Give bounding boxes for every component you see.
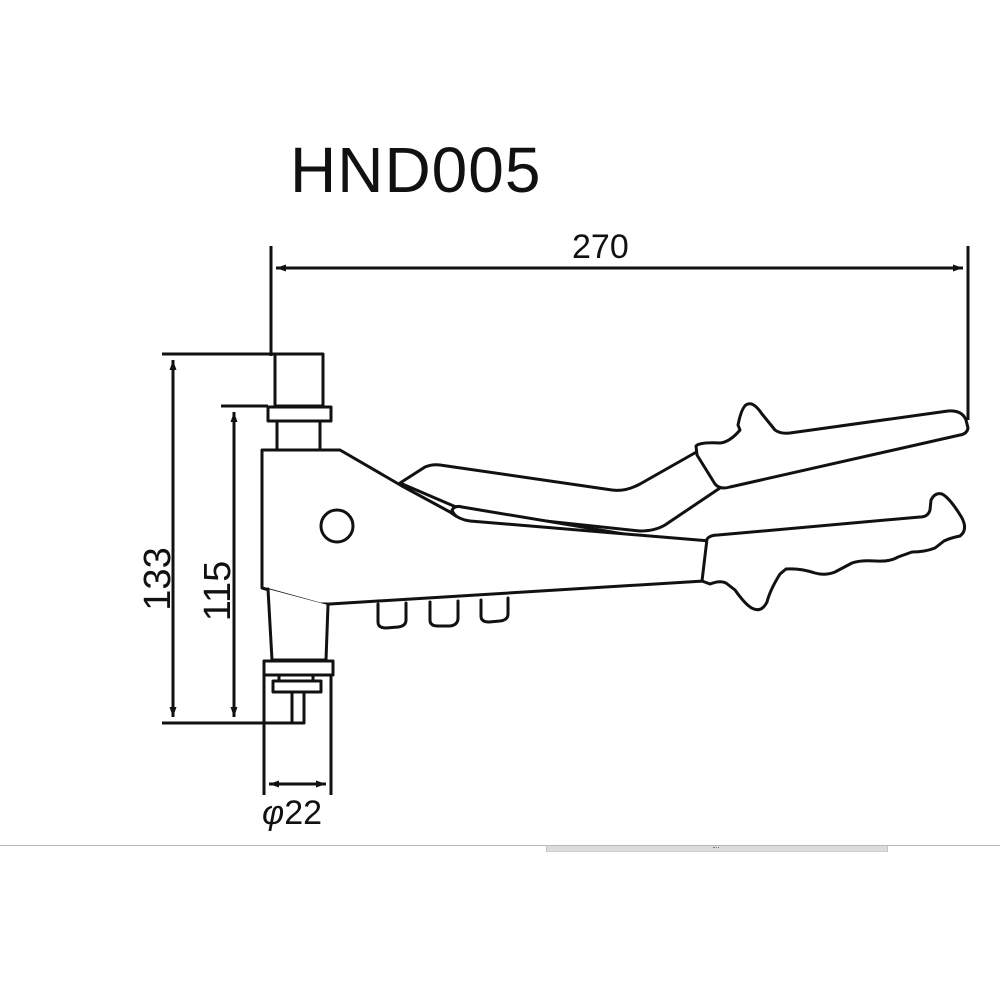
diameter-value: 22 [284, 794, 323, 832]
diameter-symbol: φ [262, 794, 285, 832]
stored-nose-piece-2 [428, 599, 460, 628]
dimension-115 [221, 404, 268, 717]
nose-collar [262, 659, 335, 677]
top-nozzle-collar [266, 405, 333, 423]
page-divider [0, 845, 1000, 846]
top-nozzle [273, 352, 325, 408]
main-body [260, 448, 712, 606]
stored-nose-piece-1 [376, 601, 408, 630]
mandrel [290, 690, 306, 725]
dimension-270 [269, 246, 970, 420]
riveter-outline [260, 352, 970, 725]
lower-grip [700, 492, 967, 612]
resize-splitter-handle[interactable] [546, 846, 888, 852]
dimension-label-115: 115 [197, 560, 239, 622]
dimension-label-270: 270 [572, 228, 629, 266]
stored-nose-piece-3 [479, 596, 510, 624]
dimension-label-133: 133 [137, 547, 179, 611]
dimension-phi22 [262, 665, 333, 795]
grip-dots-icon [713, 847, 719, 850]
dimension-label-phi22: φ22 [262, 796, 322, 830]
pivot-pin [319, 508, 355, 544]
model-title: HND005 [290, 134, 542, 206]
upper-grip [694, 402, 970, 490]
top-nozzle-neck [275, 419, 322, 452]
nose-washer [271, 679, 323, 694]
